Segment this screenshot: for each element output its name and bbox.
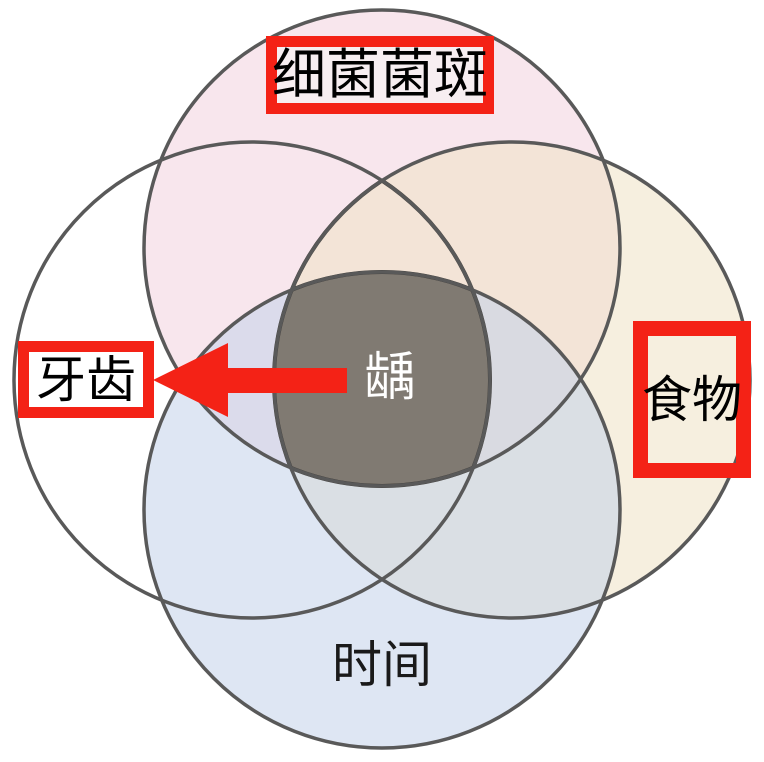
- circle-time-outline[interactable]: [142, 270, 622, 750]
- label-time-text: 时间: [332, 636, 432, 694]
- red-arrow-icon: [153, 343, 347, 417]
- label-plaque-text: 细菌菌斑: [272, 43, 488, 106]
- circle-plaque-outline[interactable]: [142, 8, 622, 488]
- label-caries-text: 龋: [363, 348, 416, 408]
- label-plaque-box[interactable]: 细菌菌斑: [266, 36, 494, 114]
- label-food-text: 食物: [642, 370, 742, 429]
- label-caries: 龋: [8, 352, 764, 404]
- label-food-box[interactable]: 食物: [633, 321, 751, 478]
- circle-teeth-outline[interactable]: [12, 140, 492, 620]
- label-teeth-box[interactable]: 牙齿: [18, 341, 154, 418]
- label-teeth-text: 牙齿: [36, 350, 136, 409]
- label-time: 时间: [0, 640, 764, 690]
